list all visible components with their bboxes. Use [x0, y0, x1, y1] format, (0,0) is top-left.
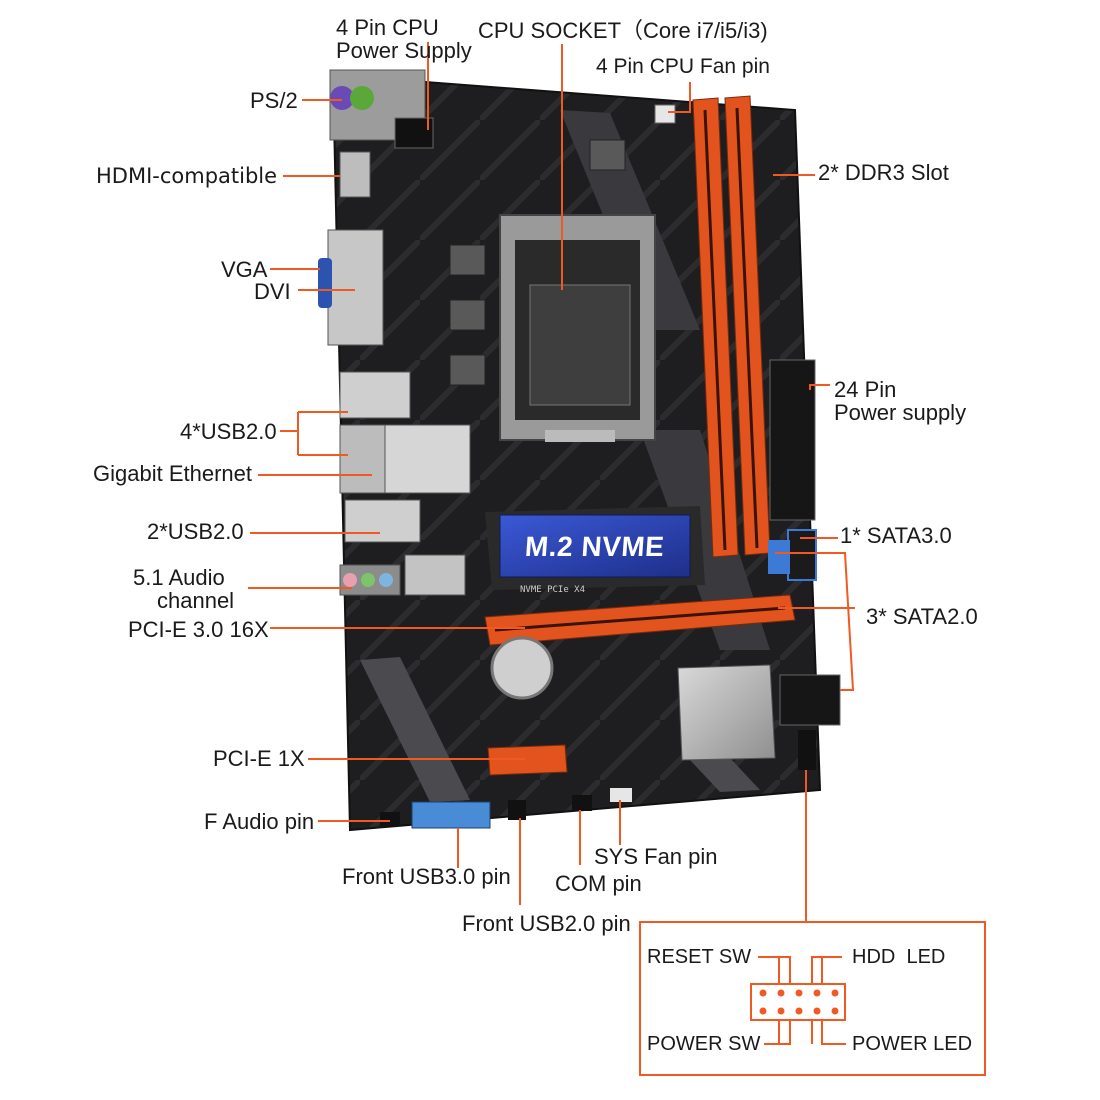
label-com: COM pin — [555, 871, 642, 896]
label-faudio: F Audio pin — [204, 809, 315, 834]
usb3-header — [411, 801, 491, 829]
panel-power-led: POWER LED — [852, 1033, 973, 1055]
hdmi-port — [339, 151, 371, 198]
sys-fan-header — [610, 788, 632, 802]
atx-24pin — [769, 359, 816, 521]
cpu-socket — [499, 214, 656, 442]
dvi-port — [327, 229, 384, 346]
label-pcie1: PCI-E 1X — [213, 746, 305, 771]
panel-power-sw: POWER SW — [647, 1033, 761, 1055]
ps2-port — [330, 86, 354, 110]
faudio-header — [380, 812, 400, 826]
com-header — [572, 795, 592, 811]
usb2-header — [508, 800, 526, 820]
label-cpu-fan: 4 Pin CPU Fan pin — [596, 55, 770, 78]
nvme-label: M.2 NVME — [523, 531, 666, 562]
label-dvi: DVI — [254, 279, 291, 304]
panel-hdd-led: HDD LED — [852, 946, 946, 968]
label-sysfan: SYS Fan pin — [594, 844, 718, 869]
rear-io — [318, 69, 471, 596]
cpu-fan-header — [654, 104, 676, 124]
vga-port — [318, 258, 332, 308]
label-front-usb3: Front USB3.0 pin — [342, 864, 511, 889]
label-ethernet: Gigabit Ethernet — [93, 461, 252, 486]
label-pcie16: PCI-E 3.0 16X — [128, 617, 269, 642]
sata2-port — [768, 540, 790, 574]
label-audio51: 5.1 Audio channel — [133, 565, 235, 613]
chipset-heatsink — [677, 664, 776, 761]
front-panel-header — [798, 730, 816, 770]
label-front-usb2: Front USB2.0 pin — [462, 911, 631, 936]
nvme-sublabel: NVME PCIe X4 — [520, 585, 586, 595]
ddr3-slots — [692, 95, 771, 558]
cmos-battery — [490, 636, 554, 700]
pcie-x1-slot — [487, 744, 568, 776]
usb-stack-1 — [339, 371, 411, 419]
label-24pin-power: 24 Pin Power supply — [834, 377, 967, 425]
label-sata2: 3* SATA2.0 — [866, 604, 978, 629]
label-ps2: PS/2 — [250, 88, 298, 113]
label-vga: VGA — [221, 257, 268, 282]
label-usb20-2: 2*USB2.0 — [147, 519, 244, 544]
label-hdmi: HDMI-compatible — [96, 164, 278, 188]
label-cpu-power: 4 Pin CPU Power Supply — [336, 15, 472, 63]
ethernet-port — [384, 424, 471, 494]
sata2-stack — [779, 674, 841, 726]
label-sata3: 1* SATA3.0 — [840, 523, 952, 548]
panel-reset-sw: RESET SW — [647, 946, 752, 968]
label-ddr3: 2* DDR3 Slot — [818, 160, 949, 185]
cpu-power-connector — [394, 117, 434, 149]
usb-stack-2 — [344, 499, 421, 543]
label-cpu-socket: CPU SOCKET（Core i7/i5/i3) — [478, 18, 768, 43]
m2-nvme-slot — [485, 506, 705, 590]
label-usb20-4: 4*USB2.0 — [180, 419, 277, 444]
callout-lines — [248, 42, 855, 922]
front-panel-diagram — [639, 921, 986, 1076]
